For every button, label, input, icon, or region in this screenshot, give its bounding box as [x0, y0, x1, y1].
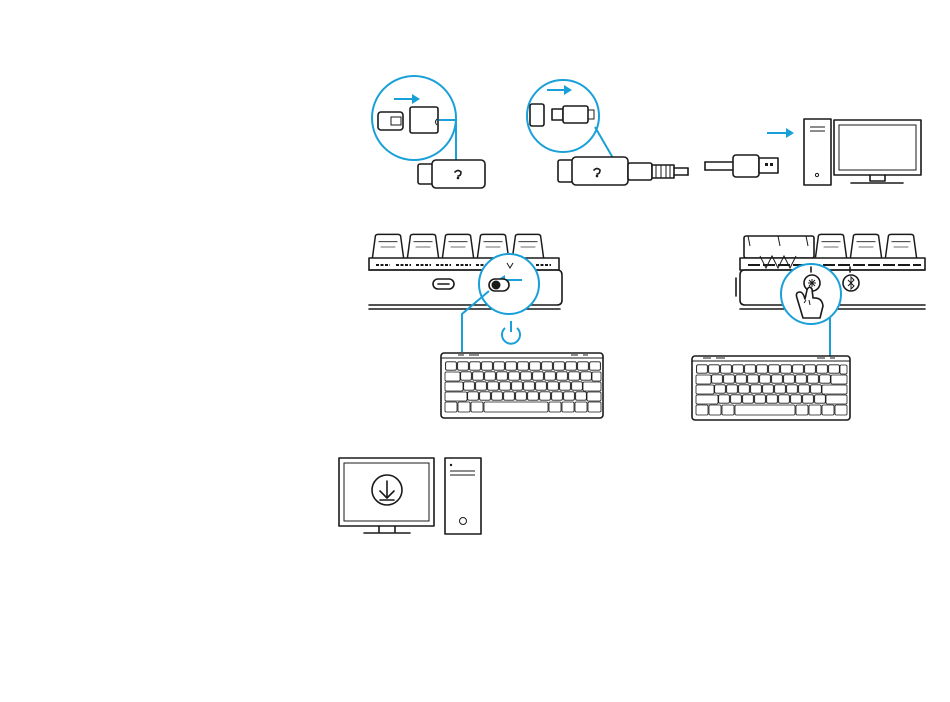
usb-a-plug-icon [759, 158, 778, 173]
keyboard-icon [692, 356, 850, 420]
monitor-icon [834, 120, 921, 175]
computer-tower-icon [804, 119, 831, 185]
power-icon [502, 321, 520, 344]
step-pair-bluetooth [692, 234, 925, 420]
power-switch-zoom [479, 254, 539, 314]
usb-receiver-icon [418, 160, 485, 188]
usb-receiver-with-adapter [558, 157, 688, 185]
usb-receiver-icon [410, 107, 438, 133]
step-power-on [369, 234, 603, 418]
monitor-download-icon [339, 458, 434, 533]
adapter-zoom [527, 80, 599, 152]
step-connect-receiver [372, 76, 921, 188]
desktop-computer-icon [804, 119, 921, 185]
usb-c-adapter-icon [628, 163, 652, 180]
receiver-zoom [372, 76, 456, 160]
usb-receiver-end-icon [530, 104, 544, 126]
computer-tower-icon [445, 458, 481, 534]
usb-cable-icon [674, 168, 688, 175]
usb-c-adapter-icon [563, 106, 588, 123]
step-install-software [339, 458, 481, 534]
keyboard-icon [441, 353, 603, 418]
pairing-buttons-zoom [781, 264, 841, 324]
usb-cable-icon [705, 155, 778, 177]
